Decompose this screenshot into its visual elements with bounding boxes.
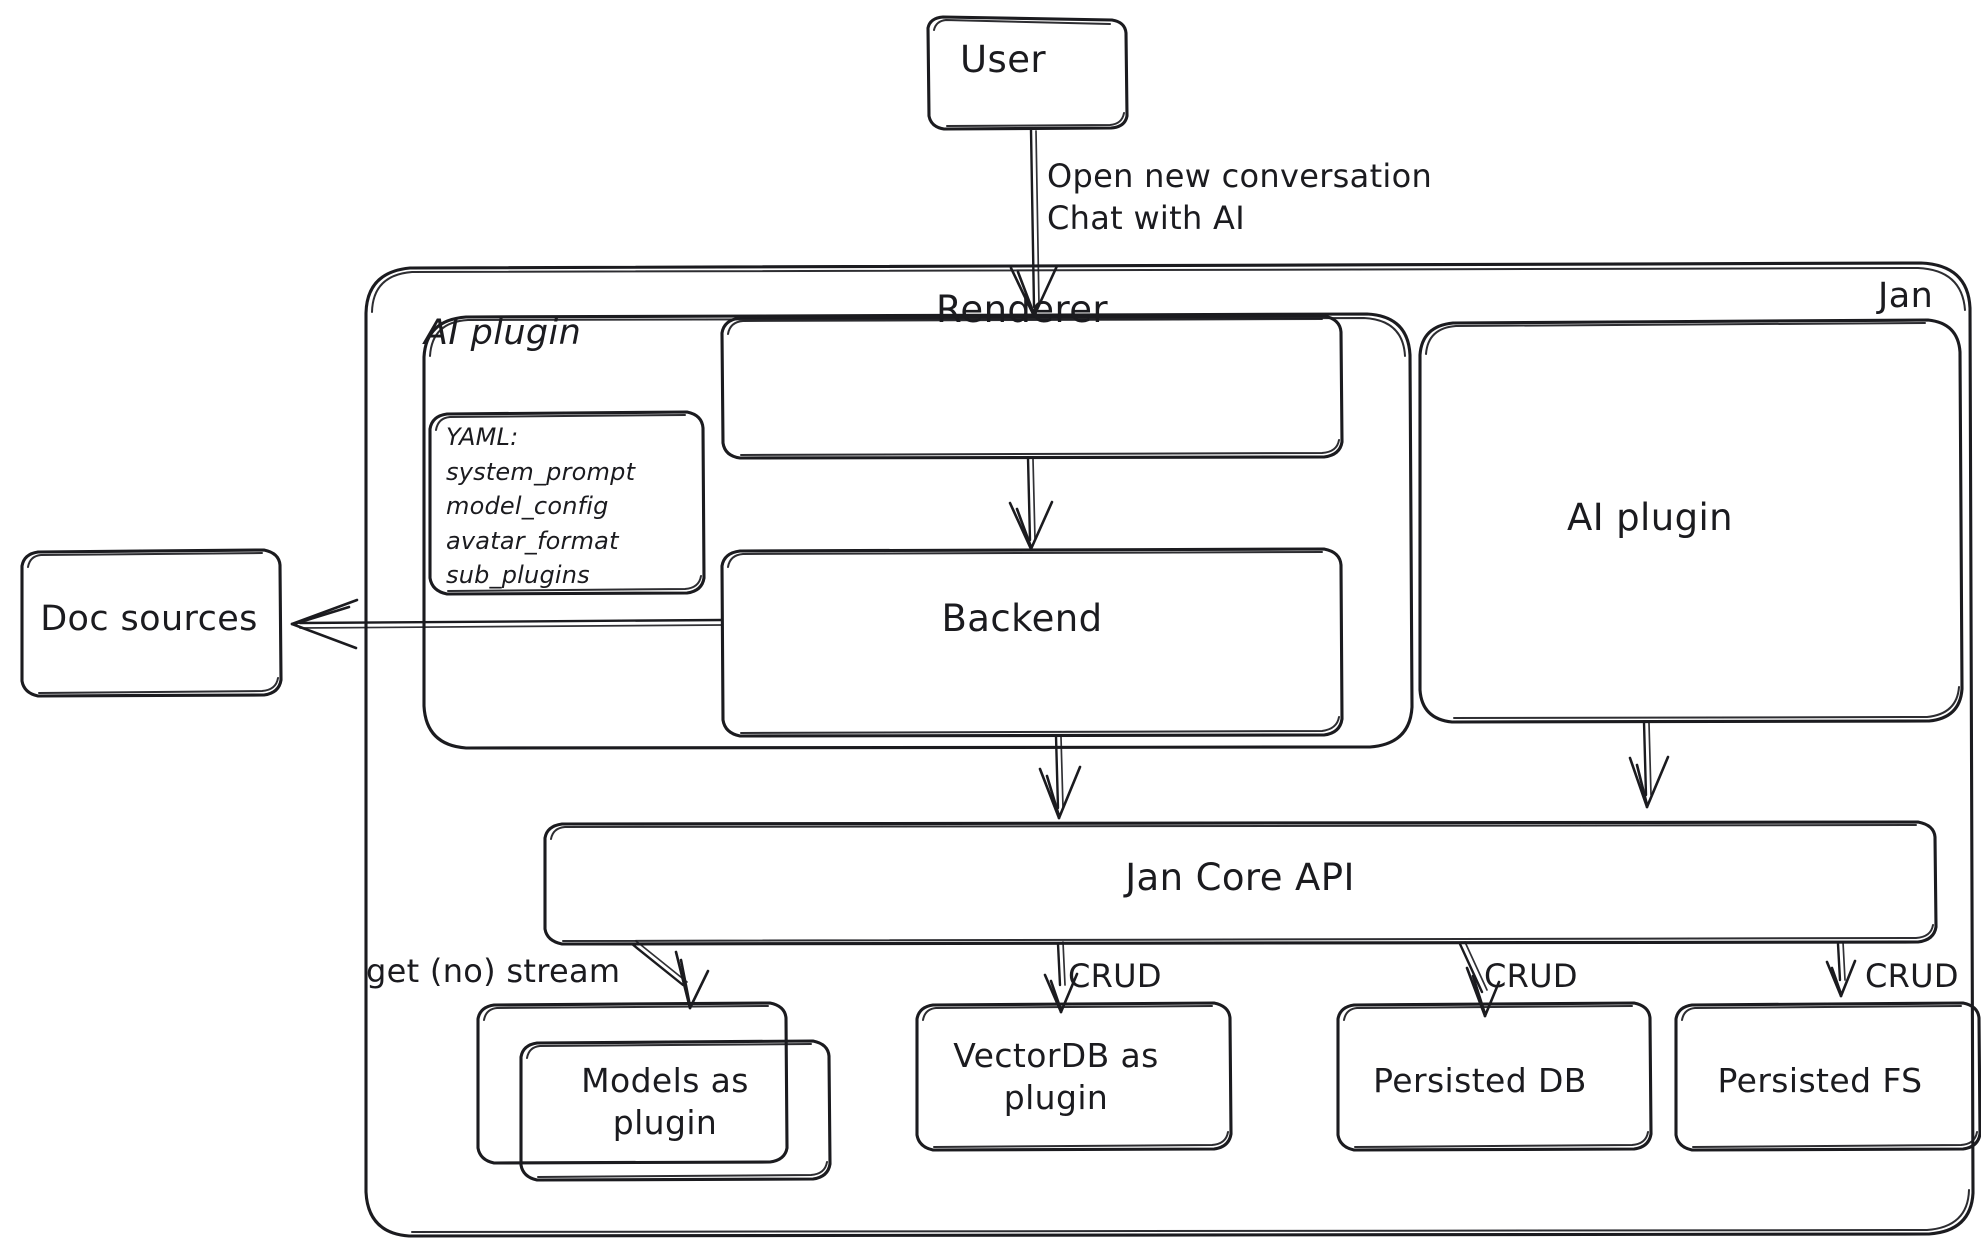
edge-renderer-to-backend (1008, 456, 1054, 551)
container-jan (364, 261, 1975, 1238)
node-yaml-note-box (428, 410, 706, 596)
edge-user-to-renderer (1009, 128, 1059, 318)
edge-backend-to-core (1038, 734, 1082, 820)
edge-core-to-vectordb (1043, 941, 1079, 1014)
edge-core-to-persisted-fs (1825, 941, 1857, 998)
edge-core-to-models (630, 940, 710, 1010)
node-vectordb-plugin-box (915, 1001, 1233, 1152)
node-persisted-db-box (1336, 1001, 1653, 1152)
node-persisted-fs-box (1674, 1001, 1981, 1152)
node-renderer-box (720, 314, 1344, 460)
node-ai-plugin-right-box (1418, 318, 1964, 724)
node-backend-box (720, 547, 1344, 738)
node-user-box (926, 15, 1129, 131)
edge-core-to-persisted-db (1458, 941, 1501, 1018)
edge-ai-plugin-right-to-core (1628, 720, 1670, 809)
edge-backend-to-doc-sources (290, 598, 724, 650)
container-ai-plugin-group (422, 312, 1414, 750)
node-doc-sources-box (20, 548, 283, 698)
node-models-plugin-box (476, 1001, 832, 1182)
node-jan-core-api-box (543, 820, 1938, 946)
